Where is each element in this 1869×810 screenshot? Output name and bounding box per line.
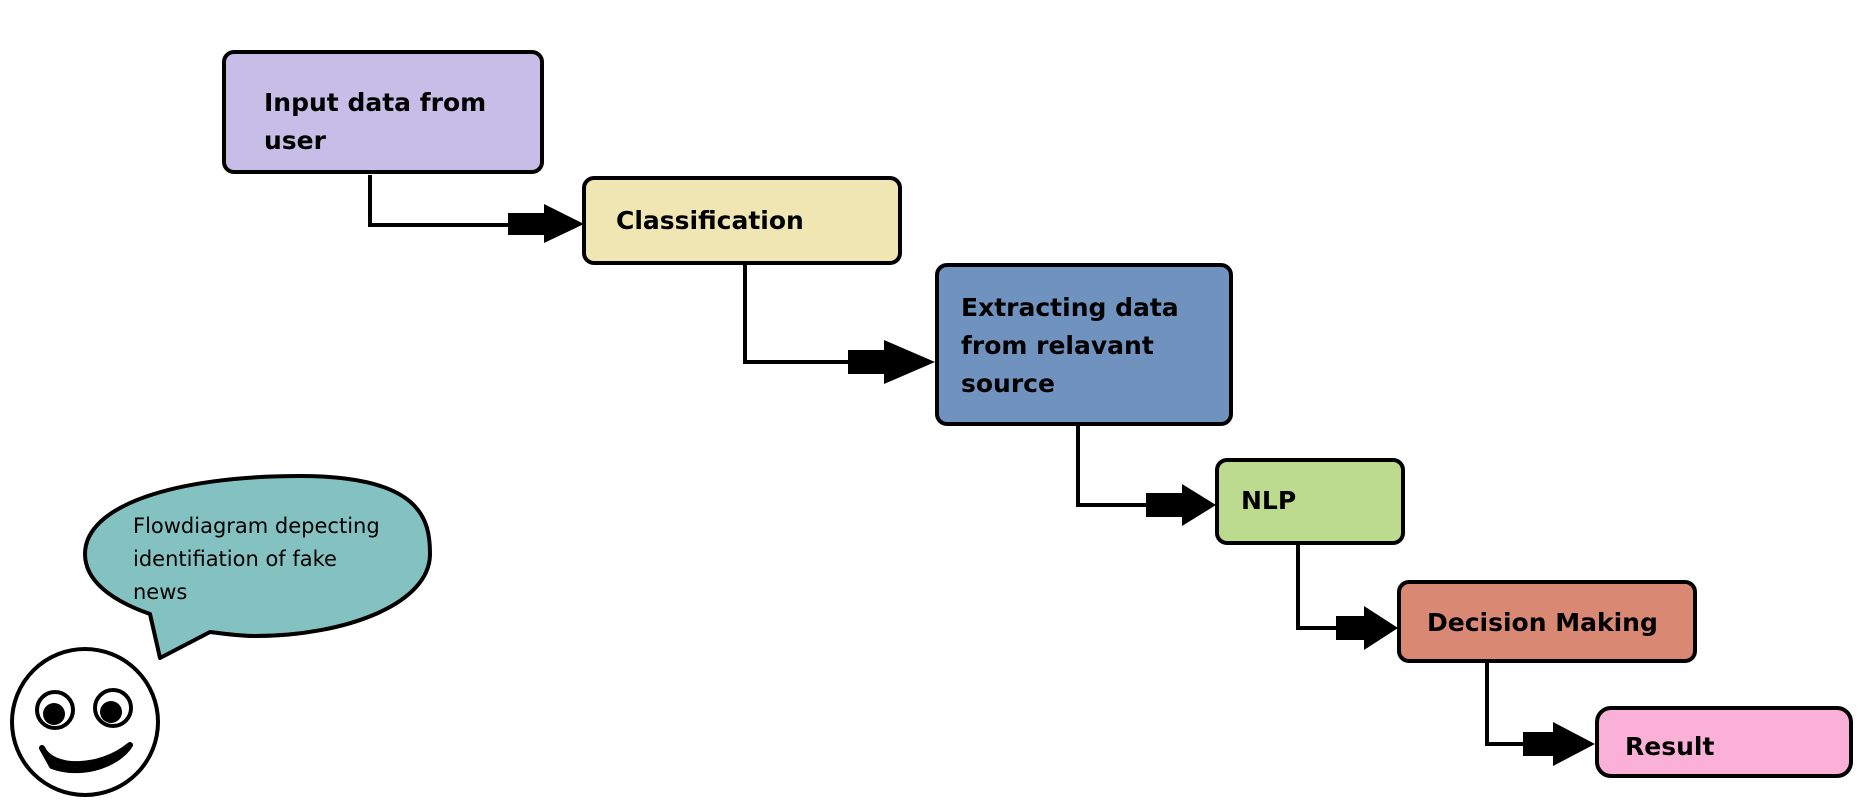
node-input-data: Input data from user	[222, 50, 544, 174]
right-pupil	[100, 701, 122, 723]
arrow-head-icon	[1553, 722, 1595, 766]
speech-bubble	[83, 474, 432, 660]
face-outline	[10, 647, 160, 797]
connector-line	[368, 175, 510, 227]
node-label-nlp: NLP	[1241, 486, 1297, 515]
node-result: Result	[1595, 706, 1853, 778]
node-decision-making: Decision Making	[1397, 580, 1697, 663]
node-extracting-data: Extracting data from relavant source	[935, 263, 1233, 426]
speech-bubble-shape	[83, 474, 432, 660]
arrow-shaft	[848, 350, 888, 374]
node-label-extracting: Extracting data from relavant source	[961, 293, 1179, 398]
connector-line	[1485, 662, 1525, 746]
arrow-head-icon	[544, 204, 584, 243]
connector-decision-to-result	[1485, 662, 1595, 766]
left-pupil	[43, 703, 65, 725]
node-classification: Classification	[582, 176, 902, 265]
node-label-result: Result	[1625, 732, 1715, 761]
speech-bubble-text: Flowdiagram depecting identifiation of f…	[133, 514, 380, 604]
arrow-head-icon	[1364, 606, 1398, 650]
arrow-shaft	[508, 213, 548, 235]
connector-nlp-to-decision	[1296, 543, 1398, 650]
connector-classification-to-extracting	[743, 265, 935, 384]
arrow-shaft	[1523, 732, 1557, 756]
node-label-input: Input data from user	[264, 88, 487, 155]
connector-line	[1076, 425, 1148, 507]
arrow-head-icon	[1182, 484, 1216, 526]
connector-input-to-classification	[368, 175, 584, 243]
node-label-classification: Classification	[616, 206, 804, 235]
arrow-shaft	[1146, 493, 1186, 517]
smiley-face-icon	[10, 647, 160, 797]
connector-extracting-to-nlp	[1076, 425, 1216, 526]
node-nlp: NLP	[1215, 458, 1405, 545]
node-label-decision: Decision Making	[1427, 608, 1658, 637]
smile-mouth	[39, 742, 133, 774]
connector-line	[1296, 543, 1338, 630]
arrow-shaft	[1336, 616, 1368, 640]
arrow-head-icon	[884, 340, 935, 384]
connector-line	[743, 265, 850, 364]
